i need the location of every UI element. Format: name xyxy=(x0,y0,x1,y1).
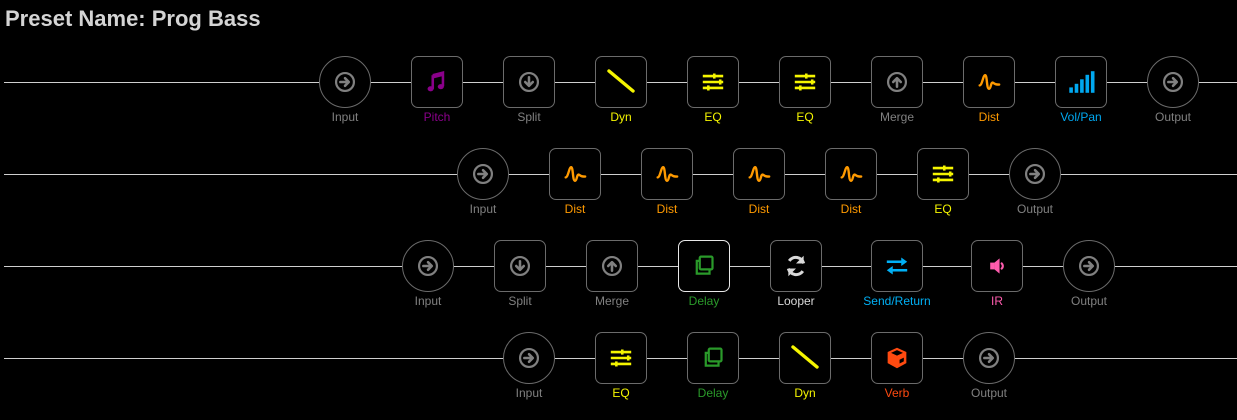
block-dist[interactable] xyxy=(733,148,785,200)
block-label: Verb xyxy=(884,386,910,400)
block-verb[interactable] xyxy=(871,332,923,384)
block-label: Dyn xyxy=(610,110,632,124)
block-dist[interactable] xyxy=(641,148,693,200)
block-label: Dist xyxy=(656,202,678,216)
block-label: Merge xyxy=(594,294,629,308)
arrow-right-circle-icon xyxy=(411,249,445,283)
block-split[interactable] xyxy=(503,56,555,108)
arrow-up-circle-icon xyxy=(880,65,914,99)
block-label: Vol/Pan xyxy=(1060,110,1102,124)
block-label: Split xyxy=(517,110,541,124)
block-dist[interactable] xyxy=(825,148,877,200)
block-label: Send/Return xyxy=(863,294,931,308)
block-eq[interactable] xyxy=(687,56,739,108)
delay-copy-icon xyxy=(696,341,730,375)
block-looper[interactable] xyxy=(770,240,822,292)
block-label: Merge xyxy=(879,110,914,124)
block-label: IR xyxy=(991,294,1003,308)
arrow-right-circle-icon xyxy=(466,157,500,191)
block-label: Looper xyxy=(777,294,815,308)
block-label: Pitch xyxy=(423,110,451,124)
io-node-output[interactable] xyxy=(1009,148,1061,200)
io-node-input[interactable] xyxy=(503,332,555,384)
block-label: Delay xyxy=(688,294,720,308)
dist-wave-icon xyxy=(558,157,592,191)
block-eq[interactable] xyxy=(917,148,969,200)
dist-wave-icon xyxy=(972,65,1006,99)
arrow-right-circle-icon xyxy=(328,65,362,99)
block-merge[interactable] xyxy=(871,56,923,108)
io-node-output[interactable] xyxy=(1147,56,1199,108)
block-label: Dist xyxy=(978,110,1000,124)
looper-refresh-icon xyxy=(779,249,813,283)
block-eq[interactable] xyxy=(779,56,831,108)
dist-wave-icon xyxy=(650,157,684,191)
block-label: EQ xyxy=(796,110,814,124)
block-delay[interactable] xyxy=(687,332,739,384)
block-merge[interactable] xyxy=(586,240,638,292)
block-label: Input xyxy=(414,294,442,308)
block-label: EQ xyxy=(704,110,722,124)
arrow-right-circle-icon xyxy=(1018,157,1052,191)
block-label: Output xyxy=(1154,110,1192,124)
block-dyn[interactable] xyxy=(595,56,647,108)
block-label: EQ xyxy=(612,386,630,400)
preset-name-title: Preset Name: Prog Bass xyxy=(5,6,261,31)
block-label: Output xyxy=(970,386,1008,400)
delay-copy-icon xyxy=(687,249,721,283)
io-node-input[interactable] xyxy=(457,148,509,200)
arrow-down-circle-icon xyxy=(512,65,546,99)
io-node-output[interactable] xyxy=(963,332,1015,384)
dist-wave-icon xyxy=(742,157,776,191)
speaker-icon xyxy=(980,249,1014,283)
block-eq[interactable] xyxy=(595,332,647,384)
eq-sliders-icon xyxy=(788,65,822,99)
io-node-input[interactable] xyxy=(402,240,454,292)
block-label: Input xyxy=(515,386,543,400)
block-split[interactable] xyxy=(494,240,546,292)
dyn-slash-icon xyxy=(601,62,641,102)
block-label: Delay xyxy=(697,386,729,400)
block-label: Dist xyxy=(840,202,862,216)
block-delay[interactable] xyxy=(678,240,730,292)
block-send-return[interactable] xyxy=(871,240,923,292)
io-node-input[interactable] xyxy=(319,56,371,108)
signal-path-line-2 xyxy=(4,174,1237,175)
eq-sliders-icon xyxy=(926,157,960,191)
arrow-right-circle-icon xyxy=(512,341,546,375)
volume-bars-icon xyxy=(1063,64,1099,100)
block-dyn[interactable] xyxy=(779,332,831,384)
block-ir[interactable] xyxy=(971,240,1023,292)
block-label: Input xyxy=(331,110,359,124)
music-note-icon xyxy=(420,65,454,99)
eq-sliders-icon xyxy=(696,65,730,99)
block-dist[interactable] xyxy=(963,56,1015,108)
block-label: EQ xyxy=(934,202,952,216)
block-dist[interactable] xyxy=(549,148,601,200)
send-return-arrows-icon xyxy=(880,249,914,283)
block-label: Input xyxy=(469,202,497,216)
block-label: Dyn xyxy=(794,386,816,400)
arrow-right-circle-icon xyxy=(1156,65,1190,99)
io-node-output[interactable] xyxy=(1063,240,1115,292)
arrow-right-circle-icon xyxy=(972,341,1006,375)
block-label: Split xyxy=(508,294,532,308)
arrow-up-circle-icon xyxy=(595,249,629,283)
block-label: Output xyxy=(1016,202,1054,216)
block-vol-pan[interactable] xyxy=(1055,56,1107,108)
block-pitch[interactable] xyxy=(411,56,463,108)
block-label: Output xyxy=(1070,294,1108,308)
dyn-slash-icon xyxy=(785,338,825,378)
arrow-down-circle-icon xyxy=(503,249,537,283)
verb-cube-icon xyxy=(880,341,914,375)
arrow-right-circle-icon xyxy=(1072,249,1106,283)
block-label: Dist xyxy=(564,202,586,216)
block-label: Dist xyxy=(748,202,770,216)
eq-sliders-icon xyxy=(604,341,638,375)
dist-wave-icon xyxy=(834,157,868,191)
